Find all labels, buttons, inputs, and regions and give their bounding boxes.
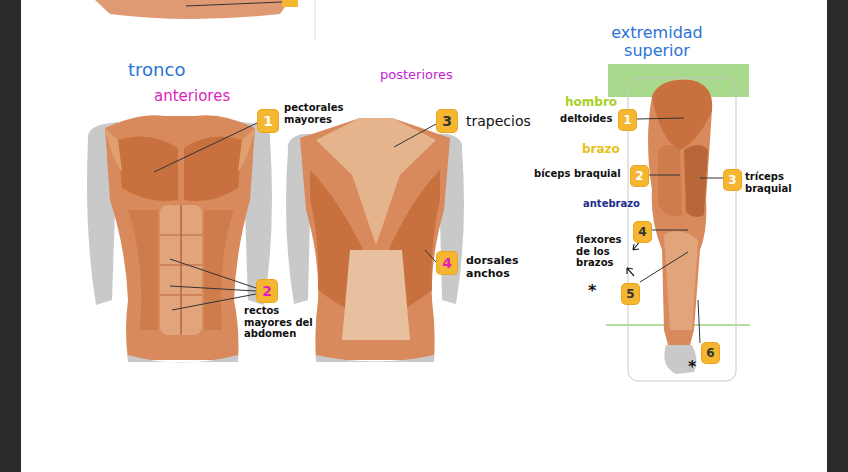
section-title: tronco xyxy=(128,60,185,81)
callout-number: 1 xyxy=(619,110,636,130)
region-name: hombro xyxy=(565,96,617,110)
note-mark: * xyxy=(588,282,596,300)
section-subtitle: posteriores xyxy=(380,68,453,83)
callout-number: 3 xyxy=(724,170,741,190)
muscle-name: deltoides xyxy=(560,113,612,125)
leader-lines xyxy=(154,118,723,343)
muscle-name: trapecios xyxy=(466,113,531,129)
muscle-name: bíceps braquial xyxy=(534,168,621,180)
callout-number: 3 xyxy=(437,110,457,132)
callout-remnant xyxy=(282,0,298,7)
callout-number: 5 xyxy=(622,284,639,304)
side-bar xyxy=(0,0,21,472)
leader-line xyxy=(186,2,282,6)
region-name: brazo xyxy=(582,143,620,157)
note-mark: * xyxy=(688,358,696,376)
hand-arrows xyxy=(627,240,641,276)
callout-number: 2 xyxy=(631,166,648,186)
callout-number: 1 xyxy=(258,110,278,132)
callout-number: 4 xyxy=(437,252,457,274)
side-bar xyxy=(827,0,848,472)
muscle-name: tríceps braquial xyxy=(745,171,803,194)
section-subtitle: anteriores xyxy=(154,88,230,105)
muscle-name: flexores de los brazos xyxy=(576,234,628,269)
muscle-name: pectorales mayores xyxy=(284,102,346,125)
neck-remnant xyxy=(95,0,290,19)
upper-limb xyxy=(606,64,750,381)
callout-number: 6 xyxy=(702,343,719,363)
muscle-name: dorsales anchos xyxy=(466,255,528,280)
region-name: antebrazo xyxy=(583,198,640,210)
section-title: extremidad superior xyxy=(598,24,716,61)
callout-number: 2 xyxy=(257,280,277,302)
muscle-name: rectos mayores del abdomen xyxy=(244,305,326,340)
panel-divider xyxy=(315,0,316,40)
callout-number: 4 xyxy=(634,222,651,242)
